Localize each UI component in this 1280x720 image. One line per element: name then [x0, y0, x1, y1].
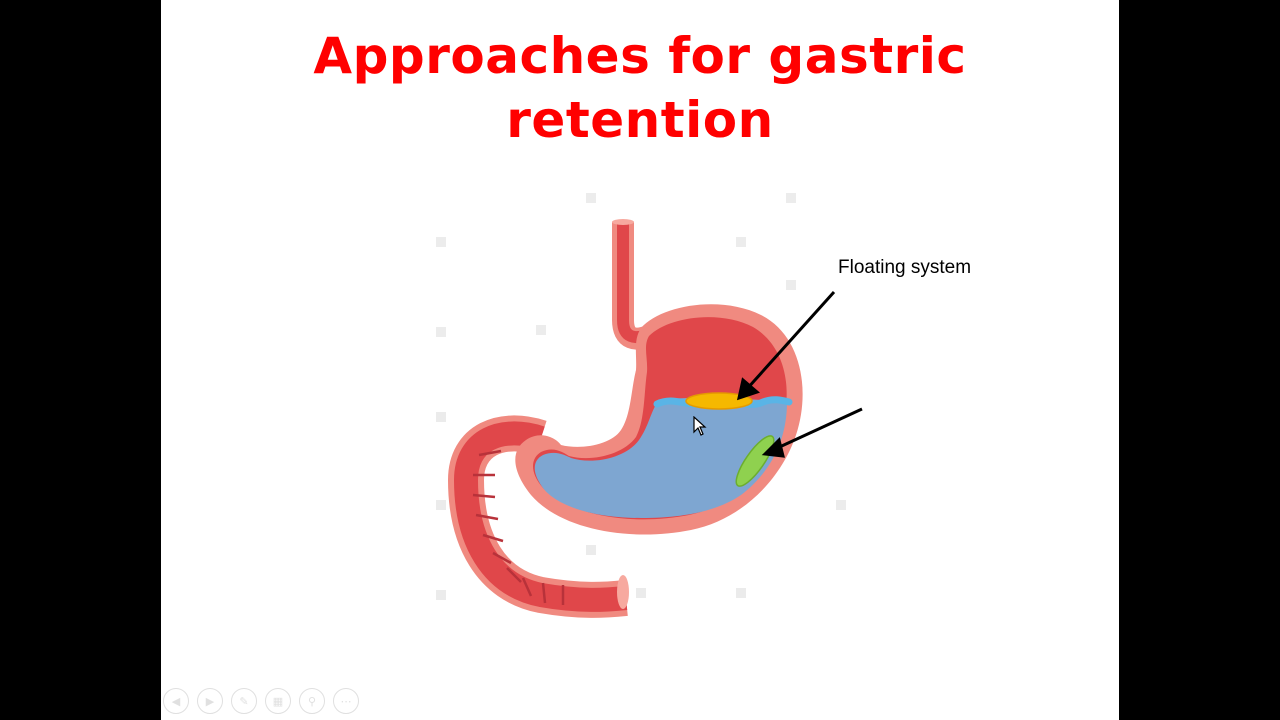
pen-icon: ✎ — [239, 694, 249, 708]
arrow-left-icon: ◀ — [171, 694, 181, 708]
floating-tablet — [685, 392, 753, 410]
callout-arrows — [736, 290, 863, 458]
see-all-slides-button[interactable]: ▦ — [265, 688, 291, 714]
slide: Approaches for gastric retention — [161, 0, 1119, 720]
mucoadhesive-capsule — [735, 435, 775, 487]
gastric-fluid — [534, 397, 787, 518]
floating-system-label: Floating system — [838, 257, 972, 278]
arrow-right-icon: ▶ — [205, 694, 215, 708]
stomach-diagram — [436, 193, 863, 618]
slide-title-line-2: retention — [506, 91, 774, 149]
zoom-button[interactable]: ⚲ — [299, 688, 325, 714]
slide-title: Approaches for gastric retention — [161, 24, 1119, 152]
ellipsis-icon: ⋯ — [340, 694, 352, 708]
mouse-cursor-icon — [693, 416, 707, 436]
slide-title-line-1: Approaches for gastric — [313, 27, 967, 85]
next-slide-button[interactable]: ▶ — [197, 688, 223, 714]
previous-slide-button[interactable]: ◀ — [163, 688, 189, 714]
slides-grid-icon: ▦ — [272, 694, 284, 708]
duodenum — [447, 415, 629, 618]
pen-tool-button[interactable]: ✎ — [231, 688, 257, 714]
esophagus — [612, 219, 656, 350]
more-options-button[interactable]: ⋯ — [333, 688, 359, 714]
slideshow-controls: ◀ ▶ ✎ ▦ ⚲ ⋯ — [163, 688, 359, 714]
magnifier-icon: ⚲ — [307, 694, 317, 708]
